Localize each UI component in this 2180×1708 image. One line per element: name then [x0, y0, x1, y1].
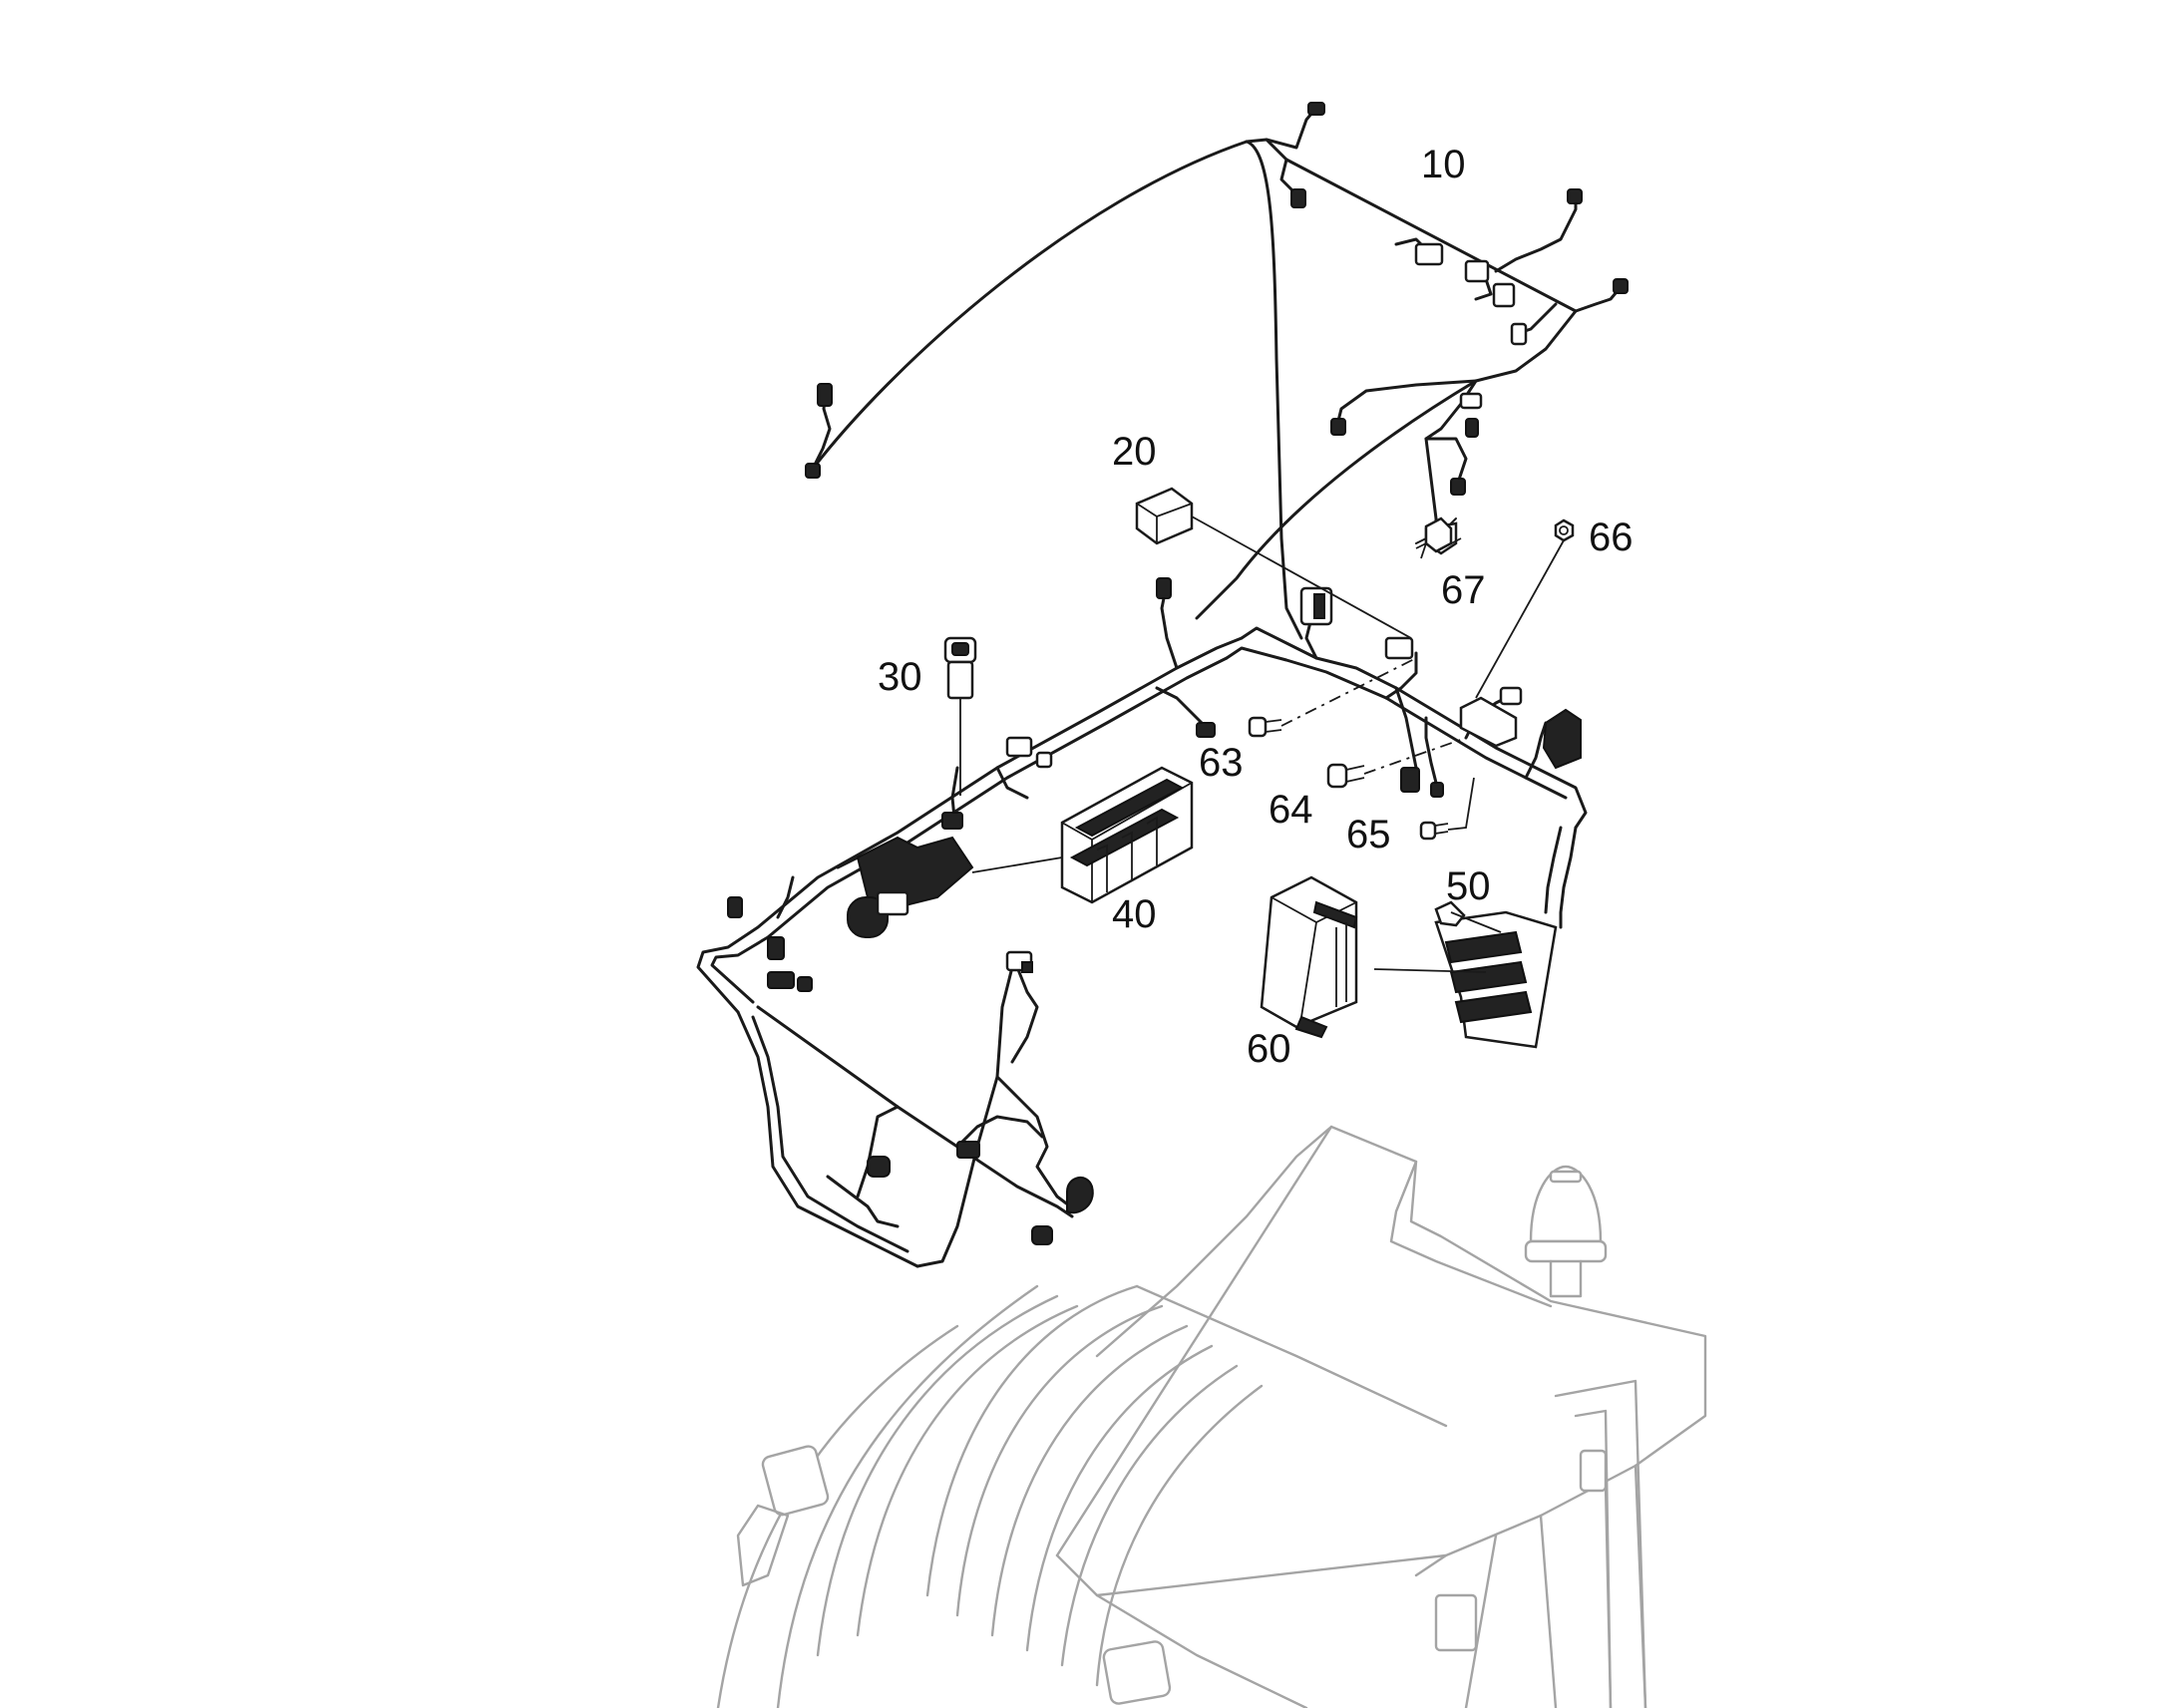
callout-30: 30 [878, 655, 922, 699]
callout-60: 60 [1247, 1027, 1291, 1071]
part-30-switch [943, 636, 977, 710]
cab-door-frame [1434, 1379, 1647, 1708]
harness-10 [811, 106, 1623, 640]
callout-66: 66 [1589, 515, 1634, 559]
callout-67: 67 [1441, 568, 1486, 612]
beacon-lamp [1524, 1165, 1608, 1298]
cab-roof-outline [1055, 1125, 1707, 1708]
work-light-left [736, 1445, 830, 1587]
part-66-nut [1554, 518, 1575, 542]
callout-40: 40 [1112, 892, 1157, 936]
part-60-control-module [1260, 875, 1358, 1039]
part-63-screw [1248, 716, 1282, 738]
part-40-fuse-box [1060, 766, 1194, 904]
harness-main-connectors [727, 577, 1582, 1245]
harness-10-connectors [805, 102, 1629, 555]
part-67-bracket [1415, 516, 1453, 559]
part-50-fuse-holder [1434, 900, 1558, 1049]
callout-10: 10 [1421, 143, 1466, 186]
callout-64: 64 [1269, 788, 1313, 832]
leader-lines [959, 515, 1565, 973]
callouts: 10 20 30 40 50 60 63 64 65 66 67 [878, 143, 1634, 1071]
part-20-relay [1135, 487, 1194, 545]
callout-63: 63 [1199, 741, 1244, 785]
part-65-screw [1419, 821, 1449, 841]
cab-roof-ribs [716, 1284, 1448, 1708]
work-light-front [1102, 1640, 1172, 1705]
harness-bracket [1459, 696, 1518, 748]
harness-main [696, 591, 1588, 1268]
callout-65: 65 [1346, 813, 1391, 856]
callout-50: 50 [1446, 864, 1491, 908]
callout-20: 20 [1112, 430, 1157, 474]
part-64-screw [1326, 763, 1365, 789]
